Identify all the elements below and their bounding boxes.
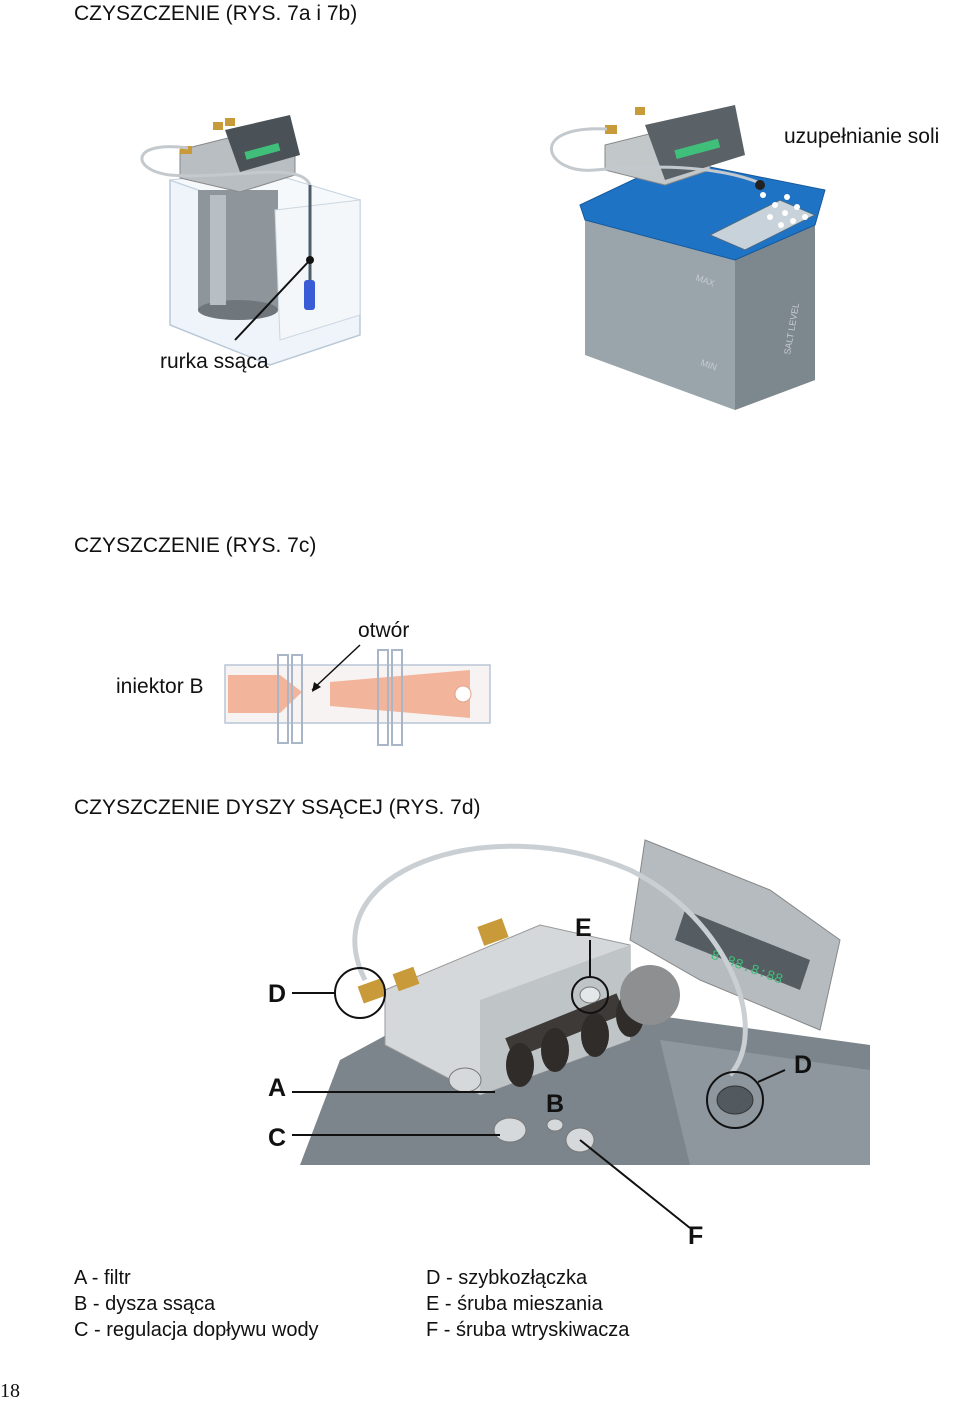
figure-7d: 8 88.8:88 D D E A B C F	[268, 839, 870, 1250]
callout-label-d1: D	[268, 980, 286, 1008]
gear-housing	[620, 965, 680, 1025]
display	[244, 142, 281, 160]
fitting	[225, 118, 235, 126]
suction-float	[304, 280, 315, 310]
display	[674, 138, 721, 160]
hose	[140, 145, 312, 186]
figure-7b: MAX MIN SALT LEVEL	[550, 105, 826, 410]
o-ring	[277, 654, 289, 744]
legend-right: D - szybkozłączka E - śruba mieszania F …	[426, 1265, 629, 1343]
callout-label-e: E	[575, 914, 592, 942]
legend-item-a: A - filtr	[74, 1267, 131, 1289]
o-ring	[377, 649, 389, 746]
legend-item-b: B - dysza ssąca	[74, 1293, 216, 1315]
legend-item-c: C - regulacja dopływu wody	[74, 1319, 319, 1341]
cylinder-highlight	[210, 195, 226, 305]
quick-coupler-d	[716, 1085, 754, 1115]
figure-7a	[140, 115, 361, 366]
callout-arrowhead	[312, 682, 321, 692]
tank-side	[735, 220, 815, 410]
lid-panel	[660, 1040, 870, 1165]
legend-item-f: F - śruba wtryskiwacza	[426, 1319, 630, 1341]
hose	[550, 127, 761, 185]
brass-fitting	[477, 918, 509, 946]
regulator-c	[493, 1117, 527, 1143]
nozzle-inlet	[228, 675, 302, 713]
fitting	[213, 122, 223, 130]
nozzle-b	[546, 1118, 564, 1132]
venturi-outlet	[330, 670, 470, 718]
label-injector: iniektor B	[116, 675, 204, 698]
fitting	[180, 146, 192, 154]
piston-disc	[581, 1013, 609, 1057]
injector-hole	[454, 685, 472, 703]
page-number: 18	[0, 1380, 20, 1402]
callout-label-b: B	[546, 1090, 564, 1118]
section-heading-7ab: CZYSZCZENIE (RYS. 7a i 7b)	[74, 2, 358, 25]
salt-compartment	[274, 199, 361, 341]
filter-a	[448, 1067, 482, 1093]
piston-disc	[541, 1028, 569, 1072]
label-salt-refill: uzupełnianie soli	[784, 125, 940, 148]
callout-label-f: F	[688, 1222, 703, 1250]
control-unit	[645, 105, 745, 180]
legend-item-e: E - śruba mieszania	[426, 1293, 603, 1315]
display-window	[675, 910, 810, 990]
fitting	[635, 107, 645, 115]
callout-circle-d2	[706, 1071, 764, 1129]
connector	[755, 180, 765, 190]
piston-disc	[506, 1043, 534, 1087]
callout-line-d2	[757, 1069, 786, 1083]
label-hole: otwór	[358, 619, 410, 642]
o-ring	[391, 649, 403, 746]
hose	[352, 843, 748, 1077]
salt-window	[708, 199, 817, 251]
legend-left: A - filtr B - dysza ssąca C - regulacja …	[74, 1265, 319, 1343]
legend-item-d: D - szybkozłączka	[426, 1267, 588, 1289]
control-unit	[225, 115, 300, 172]
callout-label-d2: D	[794, 1051, 812, 1079]
fitting	[605, 125, 617, 134]
callout-line	[311, 644, 361, 691]
callout-line-f	[579, 1139, 691, 1229]
salt-grains	[760, 192, 808, 228]
callout-label-c: C	[268, 1124, 286, 1152]
callout-line	[234, 259, 311, 341]
mixing-screw-e	[579, 986, 601, 1004]
callout-label-a: A	[268, 1074, 286, 1102]
o-ring	[291, 654, 303, 744]
section-heading-7c: CZYSZCZENIE (RYS. 7c)	[74, 534, 317, 557]
label-suction-tube: rurka ssąca	[160, 350, 269, 373]
section-heading-7d: CZYSZCZENIE DYSZY SSĄCEJ (RYS. 7d)	[74, 796, 481, 819]
figure-7c-injector	[224, 644, 491, 746]
piston-rod	[505, 993, 625, 1059]
brass-fitting	[357, 978, 387, 1004]
brass-fitting	[392, 966, 420, 992]
